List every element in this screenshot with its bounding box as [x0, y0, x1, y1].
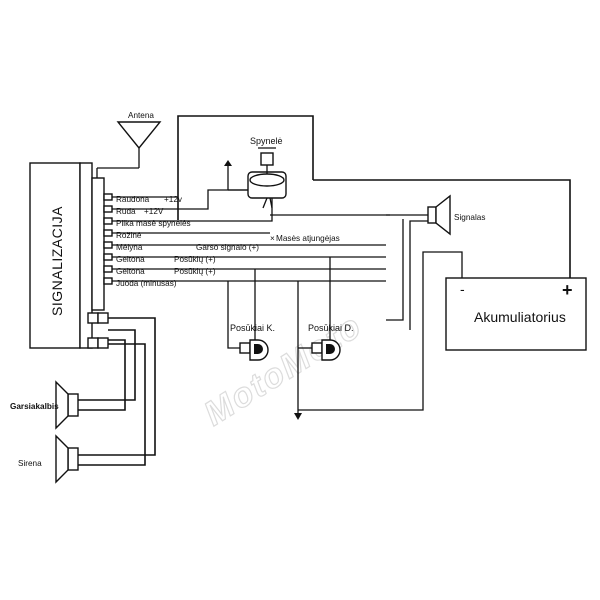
wire-function-1: +12V [144, 207, 164, 216]
horn-label: Signalas [454, 213, 485, 222]
speaker-label: Garsiakalbis [10, 402, 59, 411]
speaker-wire-b [78, 339, 126, 411]
wire-color-0: Raudona [116, 195, 150, 204]
wire-labels: Raudona +12v Ruda +12V Pilka masė spynel… [116, 195, 259, 288]
turn-left-label: Posūkiai K. [230, 323, 275, 333]
wire-color-5: Geltona [116, 255, 145, 264]
arrow-up-icon [224, 160, 248, 191]
turn-signal-left-icon [227, 281, 269, 361]
wire-function-6: Posūkių (+) [174, 267, 216, 276]
wire-function-4: Garso signalo (+) [196, 243, 259, 252]
lock-label: Spynelė [250, 136, 283, 146]
wire-color-7: Juoda (minusas) [116, 279, 177, 288]
wire-harness [112, 189, 386, 282]
wire-color-3: Rožinė [116, 231, 142, 240]
horn-wire-b [386, 219, 404, 321]
horn-icon [427, 194, 451, 236]
ground-disconnect-mark: × [270, 234, 275, 243]
alarm-unit [29, 162, 113, 349]
wire-color-4: Mėlyna [116, 243, 143, 252]
battery-icon [445, 277, 587, 351]
battery-plus-wire [313, 179, 571, 280]
connector-pins [103, 193, 113, 285]
battery-label: Akumuliatorius [474, 309, 566, 325]
ignition-lock-icon [247, 147, 287, 209]
wire-color-6: Geltona [116, 267, 145, 276]
turn-right-label: Posūkiai D. [308, 323, 354, 333]
wire-function-0: +12v [164, 195, 183, 204]
alarm-unit-label: SIGNALIZACIJA [49, 206, 65, 316]
horn-wire-c [409, 220, 428, 330]
speaker-icon [55, 380, 79, 430]
loop-wire [177, 115, 314, 220]
battery-minus: - [460, 281, 465, 297]
siren-label: Sirena [18, 459, 42, 468]
antenna-icon [96, 121, 162, 178]
turn-signal-right-icon [298, 339, 341, 361]
speaker-wire-a [78, 329, 136, 401]
wire-color-2: Pilka masė spynelės [116, 219, 191, 228]
siren-icon [55, 434, 79, 484]
battery-minus-wire [298, 251, 463, 411]
wire-color-1: Ruda [116, 207, 136, 216]
wire-function-5: Posūkių (+) [174, 255, 216, 264]
siren-wire-b [78, 343, 146, 466]
antenna-label: Antena [128, 111, 154, 120]
ground-disconnect-label: Masės atjungėjas [276, 234, 340, 243]
battery-plus: + [562, 280, 573, 300]
siren-wire-a [78, 317, 156, 456]
